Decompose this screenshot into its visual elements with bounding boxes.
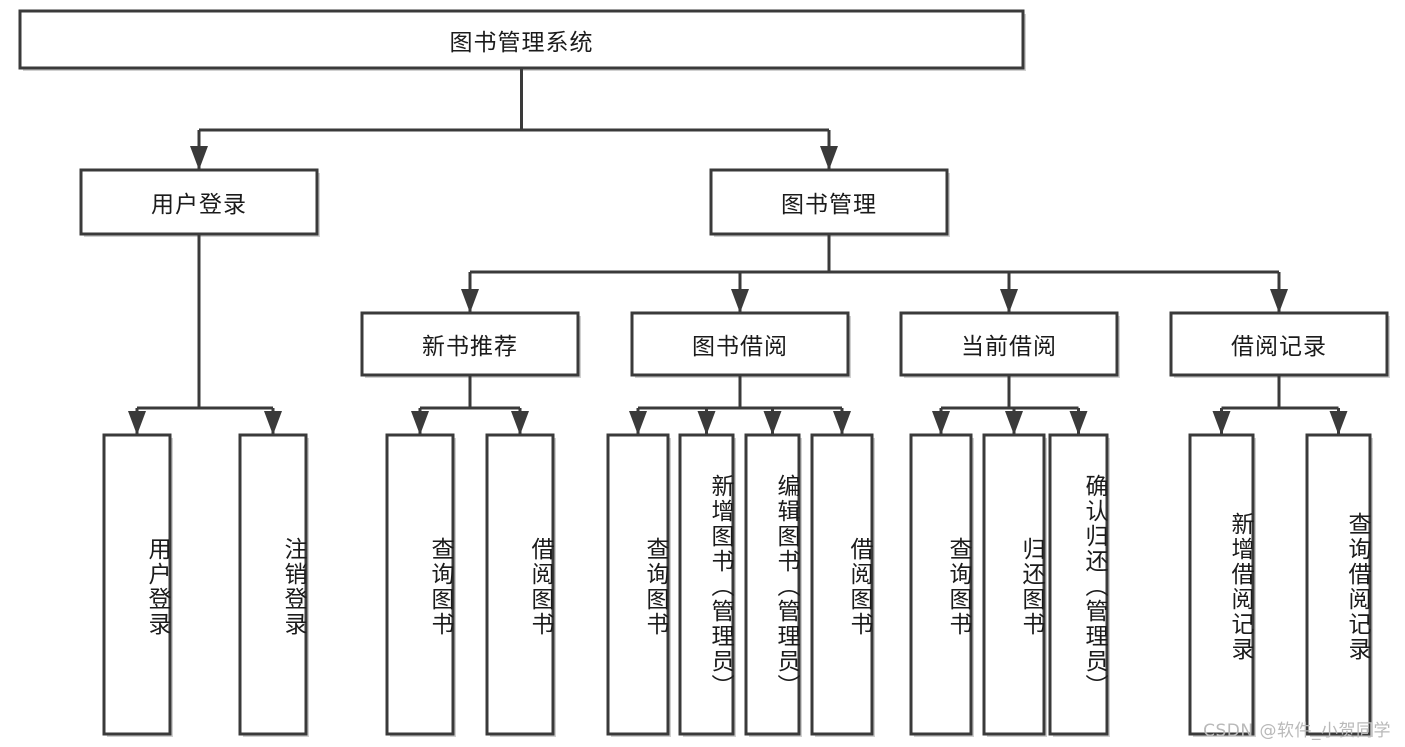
node-box-leaf-add-borrow-record[interactable] bbox=[1188, 433, 1255, 736]
book-management-arrow-3 bbox=[1270, 289, 1288, 313]
current-borrow-arrow-0 bbox=[932, 411, 950, 435]
new-book-recommend-arrow-1 bbox=[511, 411, 529, 435]
watermark-text: CSDN @软件_小贺同学 bbox=[1203, 721, 1391, 741]
node-box-user-login[interactable] bbox=[79, 168, 319, 236]
node-box-leaf-query-book-current[interactable] bbox=[909, 433, 973, 736]
current-borrow-arrow-2 bbox=[1069, 411, 1088, 435]
new-book-recommend-arrow-0 bbox=[411, 411, 429, 435]
node-box-leaf-add-book-admin[interactable] bbox=[678, 433, 735, 736]
node-box-book-borrow[interactable] bbox=[630, 311, 850, 377]
node-box-leaf-borrow-book[interactable] bbox=[810, 433, 874, 736]
node-box-leaf-borrow-book-rec[interactable] bbox=[485, 433, 555, 736]
book-borrow-arrow-3 bbox=[833, 411, 851, 435]
book-borrow-arrow-0 bbox=[629, 411, 647, 435]
node-box-leaf-query-book-borrow[interactable] bbox=[606, 433, 670, 736]
node-box-leaf-query-borrow-record[interactable] bbox=[1305, 433, 1372, 736]
node-box-new-book-recommend[interactable] bbox=[360, 311, 580, 377]
borrow-record-arrow-1 bbox=[1329, 411, 1348, 435]
node-box-leaf-edit-book-admin[interactable] bbox=[744, 433, 801, 736]
book-borrow-arrow-2 bbox=[763, 411, 782, 435]
root-arrow-0 bbox=[190, 146, 208, 170]
book-management-arrow-0 bbox=[461, 289, 479, 313]
root-arrow-1 bbox=[820, 146, 838, 170]
node-box-leaf-logout[interactable] bbox=[238, 433, 308, 736]
node-box-borrow-record[interactable] bbox=[1169, 311, 1389, 377]
user-login-arrow-1 bbox=[264, 411, 282, 435]
node-box-leaf-user-login[interactable] bbox=[102, 433, 172, 736]
node-box-leaf-query-book-rec[interactable] bbox=[385, 433, 455, 736]
borrow-record-arrow-0 bbox=[1212, 411, 1231, 435]
book-borrow-arrow-1 bbox=[697, 411, 716, 435]
user-login-arrow-0 bbox=[128, 411, 146, 435]
node-box-current-borrow[interactable] bbox=[899, 311, 1119, 377]
box-layer bbox=[18, 9, 1389, 736]
connector-layer bbox=[128, 68, 1348, 435]
current-borrow-arrow-1 bbox=[1005, 411, 1023, 435]
book-management-arrow-2 bbox=[1000, 289, 1018, 313]
node-box-leaf-return-book[interactable] bbox=[982, 433, 1046, 736]
node-box-leaf-confirm-return-admin[interactable] bbox=[1048, 433, 1109, 736]
book-management-arrow-1 bbox=[731, 289, 749, 313]
node-box-root[interactable] bbox=[18, 9, 1025, 70]
node-box-book-management[interactable] bbox=[709, 168, 949, 236]
